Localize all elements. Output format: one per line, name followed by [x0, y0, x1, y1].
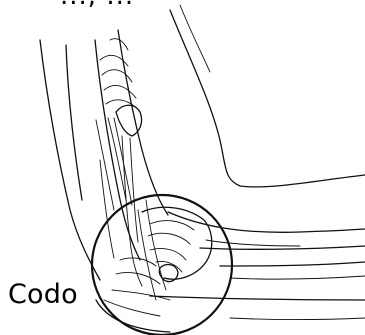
elbow-highlight-circle: [92, 195, 232, 335]
upper-arm-outline: [40, 5, 365, 280]
lower-contour: [96, 300, 365, 332]
elbow-joint-detail: [104, 200, 300, 316]
caption-label: Codo: [8, 279, 78, 311]
muscle-tendon-lines: [95, 30, 168, 286]
